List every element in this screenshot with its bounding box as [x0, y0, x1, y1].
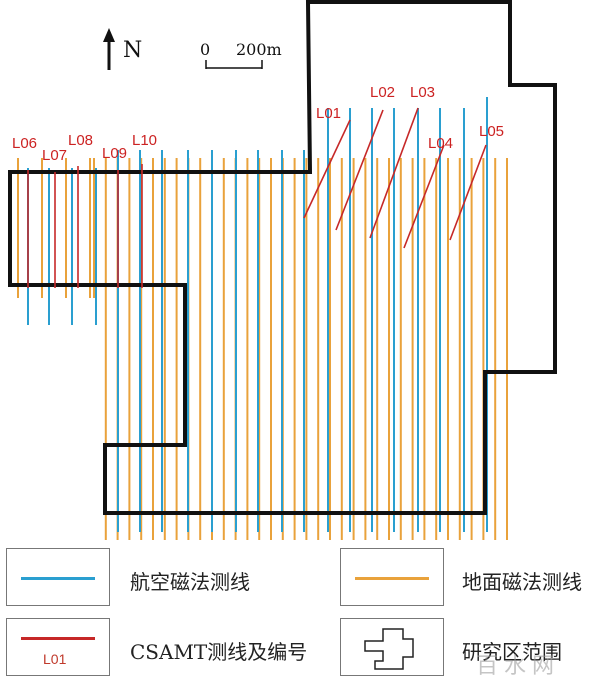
csamt-line — [449, 144, 487, 241]
scale-zero: 0 — [200, 40, 211, 59]
legend-area-label: 研究区范围 — [462, 640, 562, 664]
csamt-line — [335, 109, 384, 231]
legend-ground-swatch-box — [340, 548, 444, 606]
watermark-text: 百水网 — [476, 654, 561, 679]
legend-area-swatch — [364, 628, 414, 670]
csamt-label-l09: L09 — [102, 145, 127, 162]
legend-aero-swatch-box — [6, 548, 110, 606]
csamt-label-l10: L10 — [132, 132, 157, 149]
csamt-label-l02: L02 — [370, 84, 395, 101]
csamt-label-l07: L07 — [42, 147, 67, 164]
legend-csamt-code: L01 — [43, 651, 67, 667]
legend-aero-swatch — [21, 577, 95, 580]
legend-csamt-swatch — [21, 637, 95, 640]
north-label: N — [123, 38, 143, 63]
csamt-label-l01: L01 — [316, 105, 341, 122]
csamt-label-l08: L08 — [68, 132, 93, 149]
csamt-line — [369, 107, 419, 239]
study-area-boundary — [8, 0, 557, 515]
csamt-label-l05: L05 — [479, 123, 504, 140]
csamt-lines — [27, 107, 487, 288]
csamt-label-l04: L04 — [428, 135, 453, 152]
scale-bar — [205, 60, 263, 69]
csamt-line — [403, 144, 445, 249]
aero-magnetic-lines — [27, 97, 488, 532]
legend-csamt-label: CSAMT测线及编号 — [130, 640, 308, 664]
scale-distance: 200m — [236, 40, 282, 59]
ground-magnetic-lines — [17, 158, 508, 540]
legend-ground-swatch — [355, 577, 429, 580]
csamt-label-l03: L03 — [410, 84, 435, 101]
north-arrow — [103, 28, 115, 70]
csamt-label-l06: L06 — [12, 135, 37, 152]
legend-aero-label: 航空磁法测线 — [130, 570, 250, 594]
csamt-line — [303, 119, 351, 219]
legend-ground-label: 地面磁法测线 — [462, 570, 582, 594]
legend-csamt-swatch-box: L01 — [6, 618, 110, 676]
legend-area-swatch-box — [340, 618, 444, 676]
